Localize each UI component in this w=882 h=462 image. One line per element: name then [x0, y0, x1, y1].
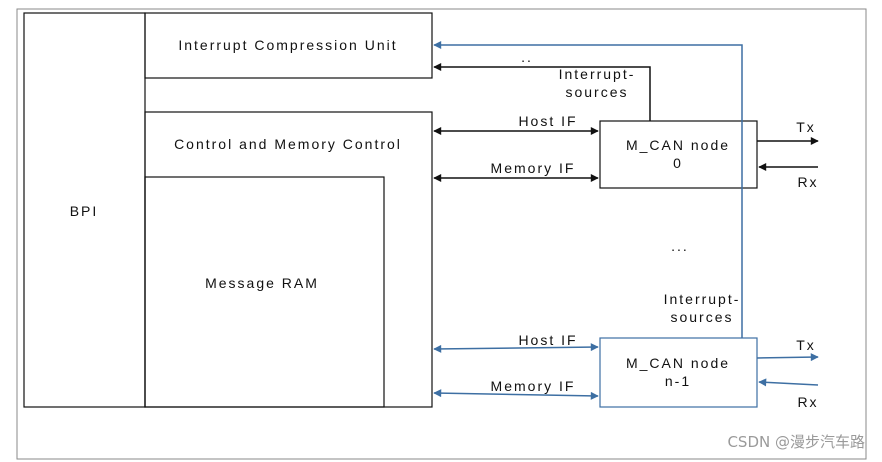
interrupt-line-node-n1	[433, 41, 743, 338]
host-if-label-top: Host IF	[518, 113, 577, 129]
interrupt-sources-top-line2: sources	[565, 84, 628, 100]
rx-label-bottom: Rx	[797, 394, 818, 410]
interrupt-compression-unit-block	[144, 12, 433, 79]
m-can-node-n1-block	[599, 337, 758, 408]
host-if-arrow-node-n1	[433, 343, 599, 353]
node0-label-line2: 0	[673, 155, 683, 171]
interrupt-line-node-0	[433, 63, 651, 121]
ram-label: Message RAM	[205, 275, 319, 291]
rx-arrow-node-n1	[758, 378, 819, 387]
m-can-node-0-block	[599, 120, 758, 189]
memory-if-arrow-node-n1	[433, 389, 599, 400]
memory-if-label-top: Memory IF	[491, 160, 576, 176]
dots-label: ..	[521, 49, 533, 65]
noden-label-line1: M_CAN node	[626, 355, 730, 371]
bpi-label: BPI	[70, 203, 99, 219]
noden-label-line2: n-1	[665, 373, 691, 389]
ellipsis-label: ...	[671, 238, 689, 254]
icu-label: Interrupt Compression Unit	[178, 37, 397, 53]
tx-label-bottom: Tx	[796, 337, 816, 353]
cmc-label: Control and Memory Control	[174, 136, 402, 152]
host-if-label-bottom: Host IF	[518, 332, 577, 348]
csdn-watermark: CSDN @漫步汽车路	[727, 433, 865, 451]
tx-arrow-node-n1	[756, 353, 819, 362]
control-memory-block	[144, 111, 433, 408]
tx-label-top: Tx	[796, 119, 816, 135]
message-ram-block	[144, 176, 385, 408]
interrupt-sources-top-line1: Interrupt-	[559, 66, 636, 82]
interrupt-sources-bottom-line1: Interrupt-	[664, 291, 741, 307]
outer-frame	[16, 8, 867, 460]
memory-if-label-bottom: Memory IF	[491, 378, 576, 394]
node0-label-line1: M_CAN node	[626, 137, 730, 153]
rx-label-top: Rx	[797, 174, 818, 190]
interrupt-sources-bottom-line2: sources	[670, 309, 733, 325]
